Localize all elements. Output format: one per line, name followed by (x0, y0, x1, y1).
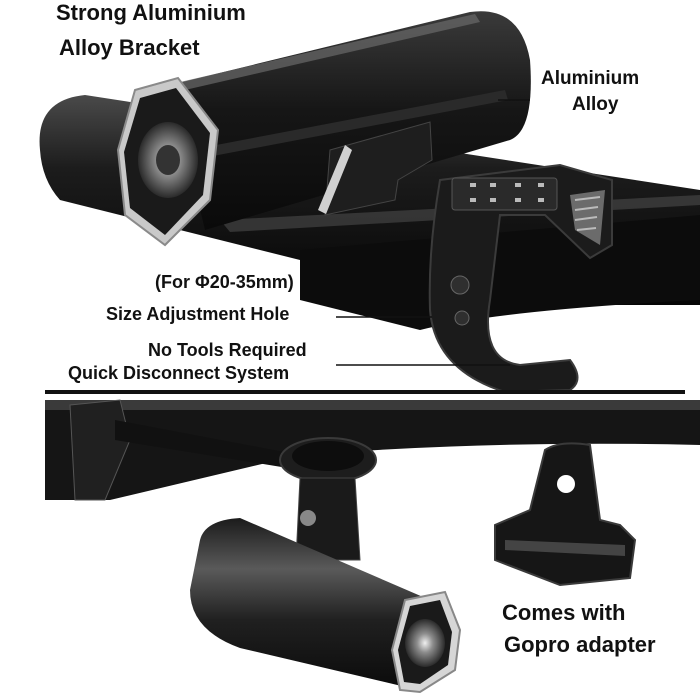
out-front-mount (69, 399, 377, 561)
bike-light-top (116, 11, 531, 247)
bracket-label-line2: Alloy Bracket (59, 35, 200, 60)
gopro-adapter (494, 442, 637, 587)
quick-disconnect-label: Quick Disconnect System (68, 363, 290, 383)
bike-light-bottom (190, 518, 462, 694)
diameter-label: (For Φ20-35mm) (155, 272, 294, 292)
material-label-line1: Aluminium (541, 68, 640, 89)
handlebar-clamp (428, 163, 613, 394)
no-tools-label: No Tools Required (148, 340, 307, 360)
callout-lines (336, 99, 530, 366)
material-label-line2: Alloy (572, 94, 619, 115)
size-hole-label: Size Adjustment Hole (106, 304, 290, 324)
bracket-label-line1: Strong Aluminium (56, 0, 246, 25)
gopro-label-line2: Gopro adapter (504, 632, 656, 657)
gopro-label-line1: Comes with (502, 600, 626, 625)
section-divider (45, 390, 685, 394)
handlebar-tube-bottom (45, 400, 700, 500)
